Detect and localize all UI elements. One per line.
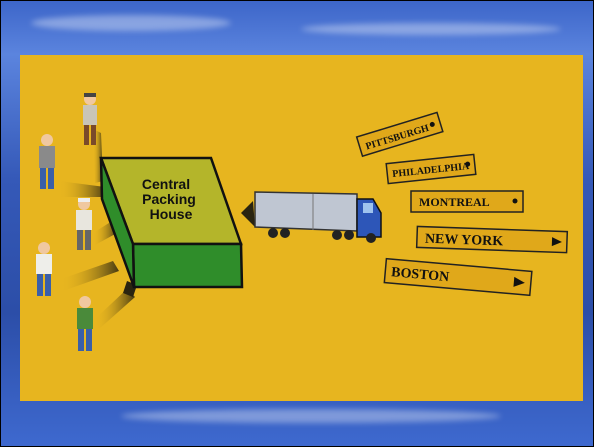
destination-label: MONTREAL [419, 195, 490, 209]
inflow-arrows [59, 129, 137, 329]
destination-sign-pittsburgh: PITTSBURGH [355, 111, 444, 158]
arrow-right-icon [513, 276, 525, 287]
destination-sign-new-york: NEW YORK [415, 225, 569, 254]
packing-house-label-3: House [150, 206, 193, 222]
packing-house-side [99, 157, 136, 288]
inflow-arrow [93, 223, 117, 245]
worker-figure [77, 296, 93, 351]
cloud-streak [31, 15, 231, 31]
destination-sign-boston: BOSTON [383, 257, 533, 297]
worker-figure [83, 93, 97, 145]
outflow-arrow [241, 201, 255, 227]
delivery-truck [254, 191, 382, 243]
destination-sign-montreal: MONTREAL [410, 190, 524, 213]
worker-figure [39, 134, 55, 189]
inflow-arrow [95, 289, 135, 329]
packing-house-front [131, 242, 244, 289]
worker-figure [76, 198, 92, 250]
packing-house-label-1: Central [142, 176, 190, 192]
destination-label: BOSTON [391, 265, 450, 285]
packing-house-label-2: Packing [142, 191, 196, 207]
destination-label: NEW YORK [425, 232, 504, 250]
cloud-streak [301, 23, 561, 35]
central-packing-house: Central Packing House [99, 156, 244, 289]
truck-trailer [254, 191, 358, 232]
inflow-arrow [59, 181, 106, 197]
inflow-arrow [61, 261, 119, 291]
cloud-streak [121, 409, 501, 423]
arrow-right-icon [551, 237, 562, 247]
worker-figure [36, 242, 52, 296]
destination-sign-philadelphia: PHILADELPHIA [385, 153, 477, 185]
